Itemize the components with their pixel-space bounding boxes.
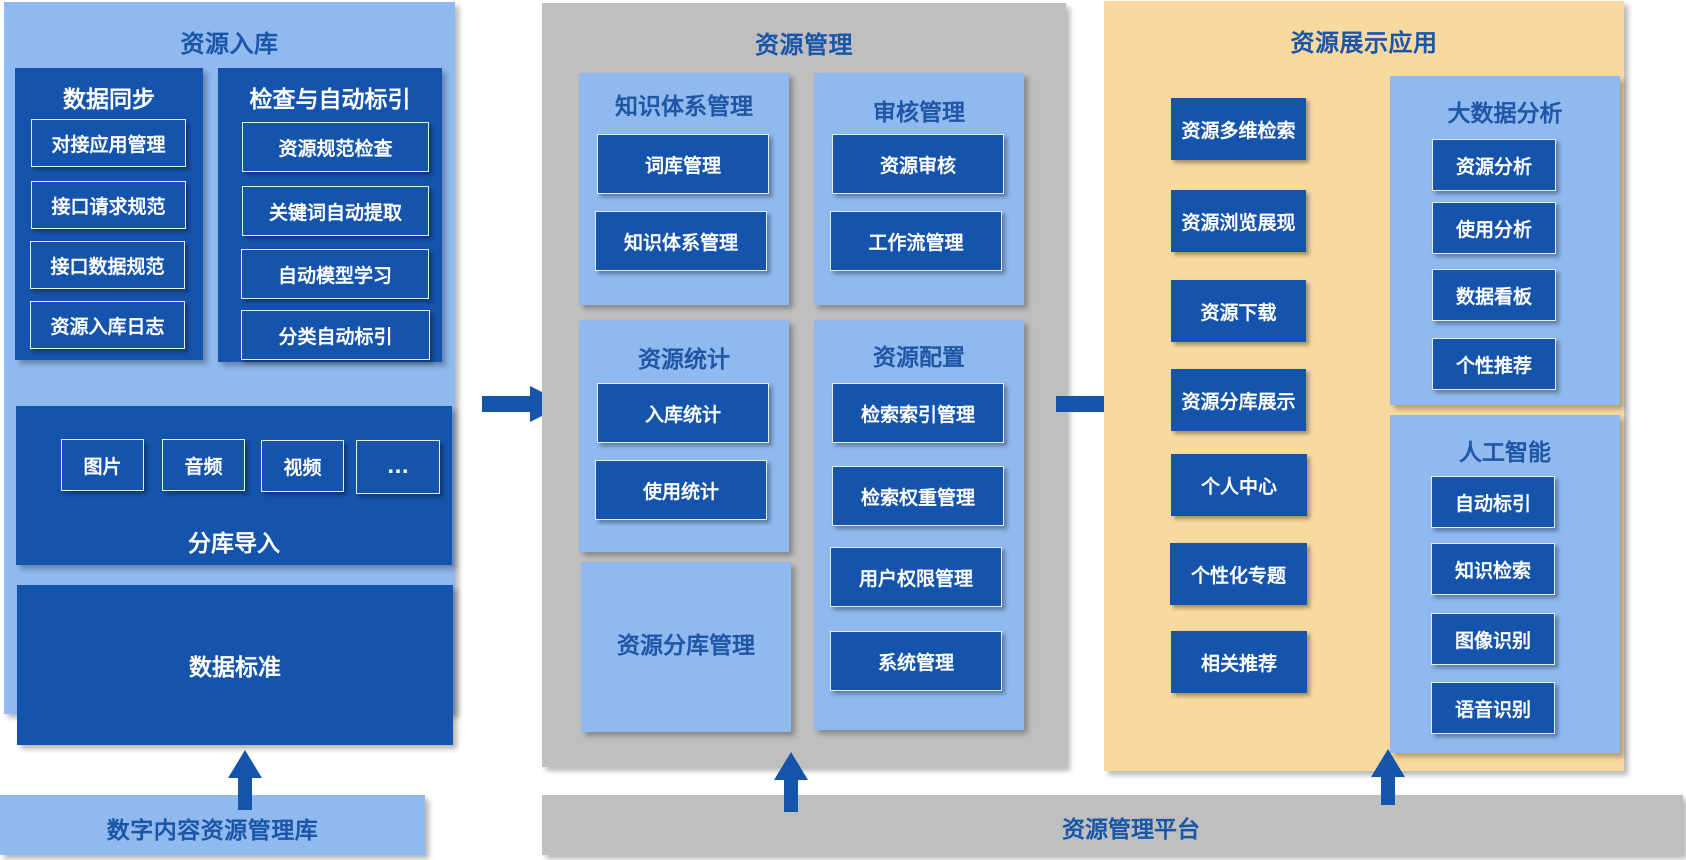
config-item[interactable]: 检索权重管理 [832, 466, 1004, 526]
config-item[interactable]: 系统管理 [830, 631, 1002, 691]
knowledge-item[interactable]: 知识体系管理 [595, 211, 767, 271]
audit-item[interactable]: 工作流管理 [830, 211, 1002, 271]
bigdata-item[interactable]: 使用分析 [1432, 202, 1556, 254]
ai-group: 人工智能 自动标引 知识检索 图像识别 语音识别 [1390, 415, 1620, 753]
platform-label: 资源管理平台 [1062, 817, 1200, 843]
config-item[interactable]: 检索索引管理 [832, 383, 1004, 443]
bigdata-item[interactable]: 资源分析 [1432, 139, 1556, 191]
split-import-group: 图片 音频 视频 ... 分库导入 [16, 406, 452, 565]
media-type-video[interactable]: 视频 [261, 440, 344, 492]
knowledge-item[interactable]: 词库管理 [597, 134, 769, 194]
check-index-group: 检查与自动标引 资源规范检查 关键词自动提取 自动模型学习 分类自动标引 [218, 68, 442, 362]
management-title: 资源管理 [755, 31, 853, 59]
media-type-audio[interactable]: 音频 [162, 439, 245, 491]
display-item[interactable]: 资源浏览展现 [1171, 190, 1306, 252]
data-sync-item[interactable]: 接口数据规范 [30, 241, 185, 289]
config-title: 资源配置 [873, 345, 965, 371]
config-item[interactable]: 用户权限管理 [830, 547, 1002, 607]
knowledge-group: 知识体系管理 词库管理 知识体系管理 [579, 73, 789, 305]
arrow-up-management [774, 752, 808, 812]
bigdata-item[interactable]: 个性推荐 [1432, 338, 1556, 390]
data-sync-title: 数据同步 [63, 87, 155, 113]
ai-title: 人工智能 [1459, 440, 1551, 466]
knowledge-title: 知识体系管理 [615, 94, 753, 120]
data-sync-item[interactable]: 接口请求规范 [31, 181, 186, 229]
platform-bar: 资源管理平台 [542, 795, 1683, 855]
check-index-item[interactable]: 分类自动标引 [241, 310, 430, 360]
check-index-item[interactable]: 关键词自动提取 [242, 186, 429, 236]
bigdata-item[interactable]: 数据看板 [1432, 269, 1556, 321]
display-item[interactable]: 相关推荐 [1171, 631, 1307, 693]
display-item[interactable]: 资源下载 [1171, 280, 1306, 342]
data-sync-item[interactable]: 资源入库日志 [30, 301, 185, 349]
stats-group: 资源统计 入库统计 使用统计 [579, 320, 789, 552]
ai-item[interactable]: 语音识别 [1431, 682, 1555, 734]
stats-item[interactable]: 使用统计 [595, 460, 767, 520]
ingest-panel: 资源入库 数据同步 对接应用管理 接口请求规范 接口数据规范 资源入库日志 检查… [4, 2, 455, 745]
display-panel: 资源展示应用 资源多维检索 资源浏览展现 资源下载 资源分库展示 个人中心 个性… [1104, 1, 1624, 771]
ai-item[interactable]: 自动标引 [1431, 476, 1555, 528]
data-sync-group: 数据同步 对接应用管理 接口请求规范 接口数据规范 资源入库日志 [15, 68, 203, 360]
display-item[interactable]: 资源分库展示 [1171, 369, 1306, 431]
ai-item[interactable]: 图像识别 [1431, 613, 1555, 665]
ai-item[interactable]: 知识检索 [1431, 543, 1555, 595]
check-index-title: 检查与自动标引 [249, 87, 411, 113]
media-type-image[interactable]: 图片 [61, 439, 144, 491]
display-item[interactable]: 个性化专题 [1170, 543, 1307, 605]
display-title: 资源展示应用 [1290, 29, 1438, 57]
check-index-item[interactable]: 自动模型学习 [241, 249, 429, 299]
bigdata-group: 大数据分析 资源分析 使用分析 数据看板 个性推荐 [1390, 76, 1620, 405]
ingest-title: 资源入库 [180, 30, 279, 58]
audit-item[interactable]: 资源审核 [832, 134, 1004, 194]
media-type-more[interactable]: ... [356, 440, 440, 494]
management-panel: 资源管理 知识体系管理 词库管理 知识体系管理 审核管理 资源审核 工作流管理 … [542, 3, 1066, 767]
config-group: 资源配置 检索索引管理 检索权重管理 用户权限管理 系统管理 [814, 320, 1024, 730]
display-item[interactable]: 资源多维检索 [1171, 98, 1306, 160]
display-item[interactable]: 个人中心 [1171, 454, 1307, 516]
arrow-up-ingest [228, 750, 262, 810]
split-management-block[interactable]: 资源分库管理 [581, 562, 791, 732]
data-standard-label: 数据标准 [189, 655, 281, 681]
arrow-up-display [1371, 749, 1405, 805]
content-library-label: 数字内容资源管理库 [106, 818, 319, 844]
audit-group: 审核管理 资源审核 工作流管理 [814, 73, 1024, 305]
check-index-item[interactable]: 资源规范检查 [242, 122, 429, 172]
split-management-label: 资源分库管理 [617, 633, 755, 659]
bigdata-title: 大数据分析 [1447, 101, 1563, 127]
content-library-bar: 数字内容资源管理库 [0, 795, 425, 855]
split-import-title: 分库导入 [188, 531, 280, 557]
stats-title: 资源统计 [638, 347, 730, 373]
stats-item[interactable]: 入库统计 [597, 383, 769, 443]
data-sync-item[interactable]: 对接应用管理 [31, 119, 186, 167]
data-standard-block[interactable]: 数据标准 [17, 585, 453, 745]
audit-title: 审核管理 [873, 100, 965, 126]
